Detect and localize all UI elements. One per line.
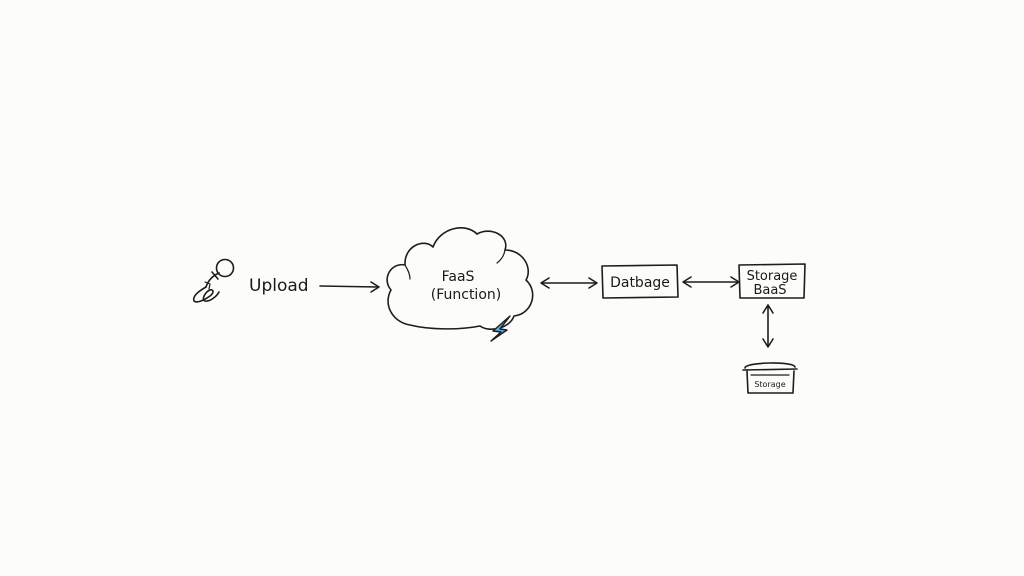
storage-bucket-icon: Storage	[742, 362, 798, 394]
upload-to-faas-arrow	[319, 281, 380, 293]
faas-subtitle: (Function)	[431, 287, 501, 303]
faas-cloud: FaaS (Function)	[386, 227, 534, 330]
storage-baas-box: Storage BaaS	[738, 263, 806, 299]
storage-bucket-arrow	[762, 304, 774, 348]
bucket-label: Storage	[754, 380, 785, 389]
lightning-icon	[490, 315, 511, 342]
storage-title: Storage	[747, 269, 798, 284]
user-icon	[192, 258, 235, 303]
database-label: Datbage	[610, 275, 670, 291]
upload-label: Upload	[249, 276, 309, 296]
storage-subtitle: BaaS	[753, 283, 786, 298]
database-box: Datbage	[601, 264, 679, 299]
faas-title: FaaS	[442, 269, 475, 285]
database-storage-arrow	[682, 276, 740, 288]
faas-database-arrow	[540, 277, 598, 289]
